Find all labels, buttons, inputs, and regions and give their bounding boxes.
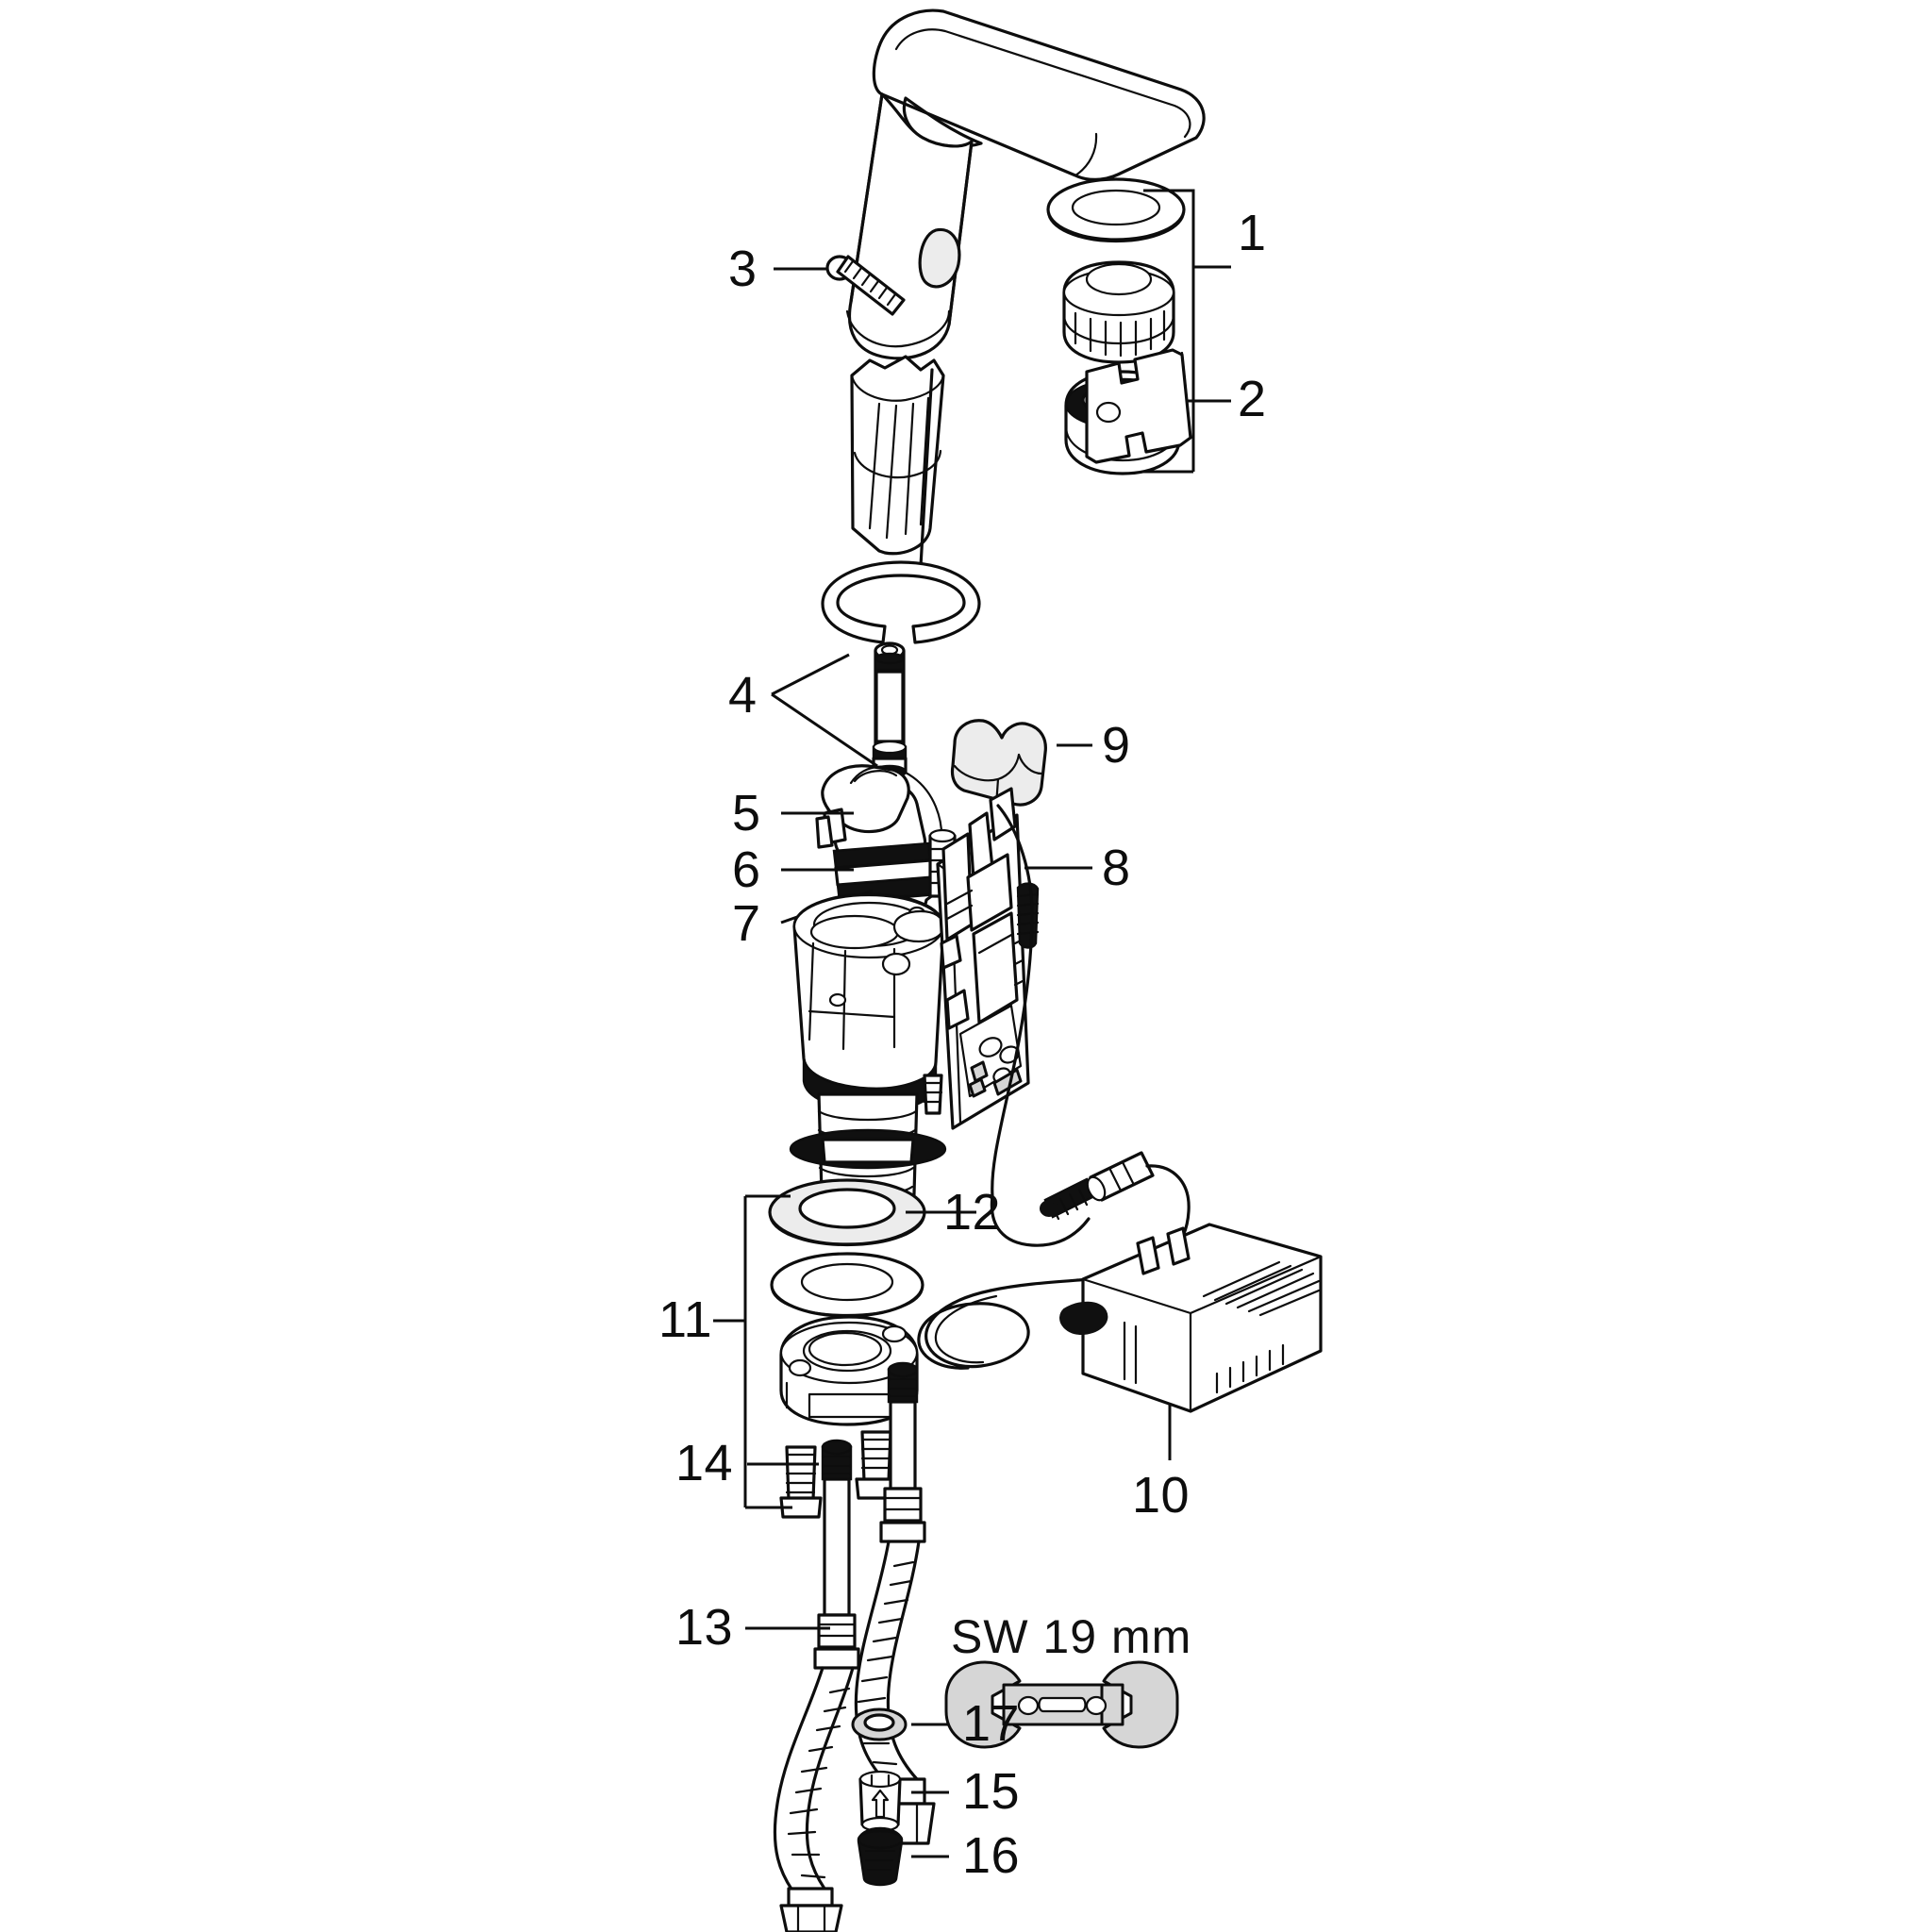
set-screw-3 [825, 255, 906, 316]
callout-label-9: 9 [1102, 717, 1131, 774]
callout-label-15: 15 [962, 1763, 1021, 1820]
electronics-module-8 [936, 787, 1040, 1198]
callout-label-14: 14 [675, 1435, 734, 1491]
filter-strainer-16 [857, 1826, 904, 1887]
callout-label-5: 5 [732, 785, 761, 841]
split-sleeve [850, 355, 945, 568]
check-valve-15 [858, 1770, 902, 1833]
callout-label-6: 6 [732, 841, 761, 898]
connection-cable-12 [917, 1151, 1191, 1370]
callout-label-10: 10 [1132, 1467, 1191, 1524]
fixing-screw-right-11 [855, 1430, 898, 1500]
group-bracket-11 [713, 1194, 792, 1509]
callout-label-16: 16 [962, 1827, 1021, 1884]
callout-label-7: 7 [732, 895, 761, 952]
wrench-tool [944, 1660, 1179, 1749]
cable-clip-9 [950, 719, 1047, 808]
hose-end-nut [779, 1904, 843, 1932]
gasket-upper-11 [768, 1178, 926, 1247]
power-supply-10 [1059, 1223, 1323, 1413]
callout-label-12: 12 [943, 1184, 1002, 1241]
hose-nipple-left-14 [821, 1439, 853, 1617]
tool-size-note: SW 19 mm [951, 1610, 1192, 1663]
retaining-c-ring [821, 560, 981, 644]
callout-label-2: 2 [1238, 371, 1267, 427]
aerator-o-ring-1 [1046, 177, 1186, 243]
hose-washer-bottom [748, 1914, 790, 1932]
hose-nipple-right-14 [887, 1361, 919, 1491]
riser-shaft-4 [872, 641, 908, 779]
aerator-insert-1 [1062, 260, 1175, 364]
callout-label-3: 3 [728, 241, 758, 297]
callout-label-1: 1 [1238, 205, 1267, 261]
callout-label-8: 8 [1102, 840, 1131, 896]
valve-body [789, 892, 947, 1228]
clip-plate-2 [1085, 348, 1192, 464]
leader-4 [771, 653, 878, 768]
callout-label-4: 4 [728, 667, 758, 724]
callout-label-11: 11 [658, 1291, 713, 1348]
callout-label-13: 13 [675, 1599, 734, 1656]
washer-11 [770, 1252, 924, 1318]
callout-label-17: 17 [962, 1695, 1021, 1752]
group-bracket-1 [1143, 189, 1231, 474]
sealing-washer-17 [851, 1707, 908, 1741]
flex-hose-left-13 [773, 1613, 860, 1907]
